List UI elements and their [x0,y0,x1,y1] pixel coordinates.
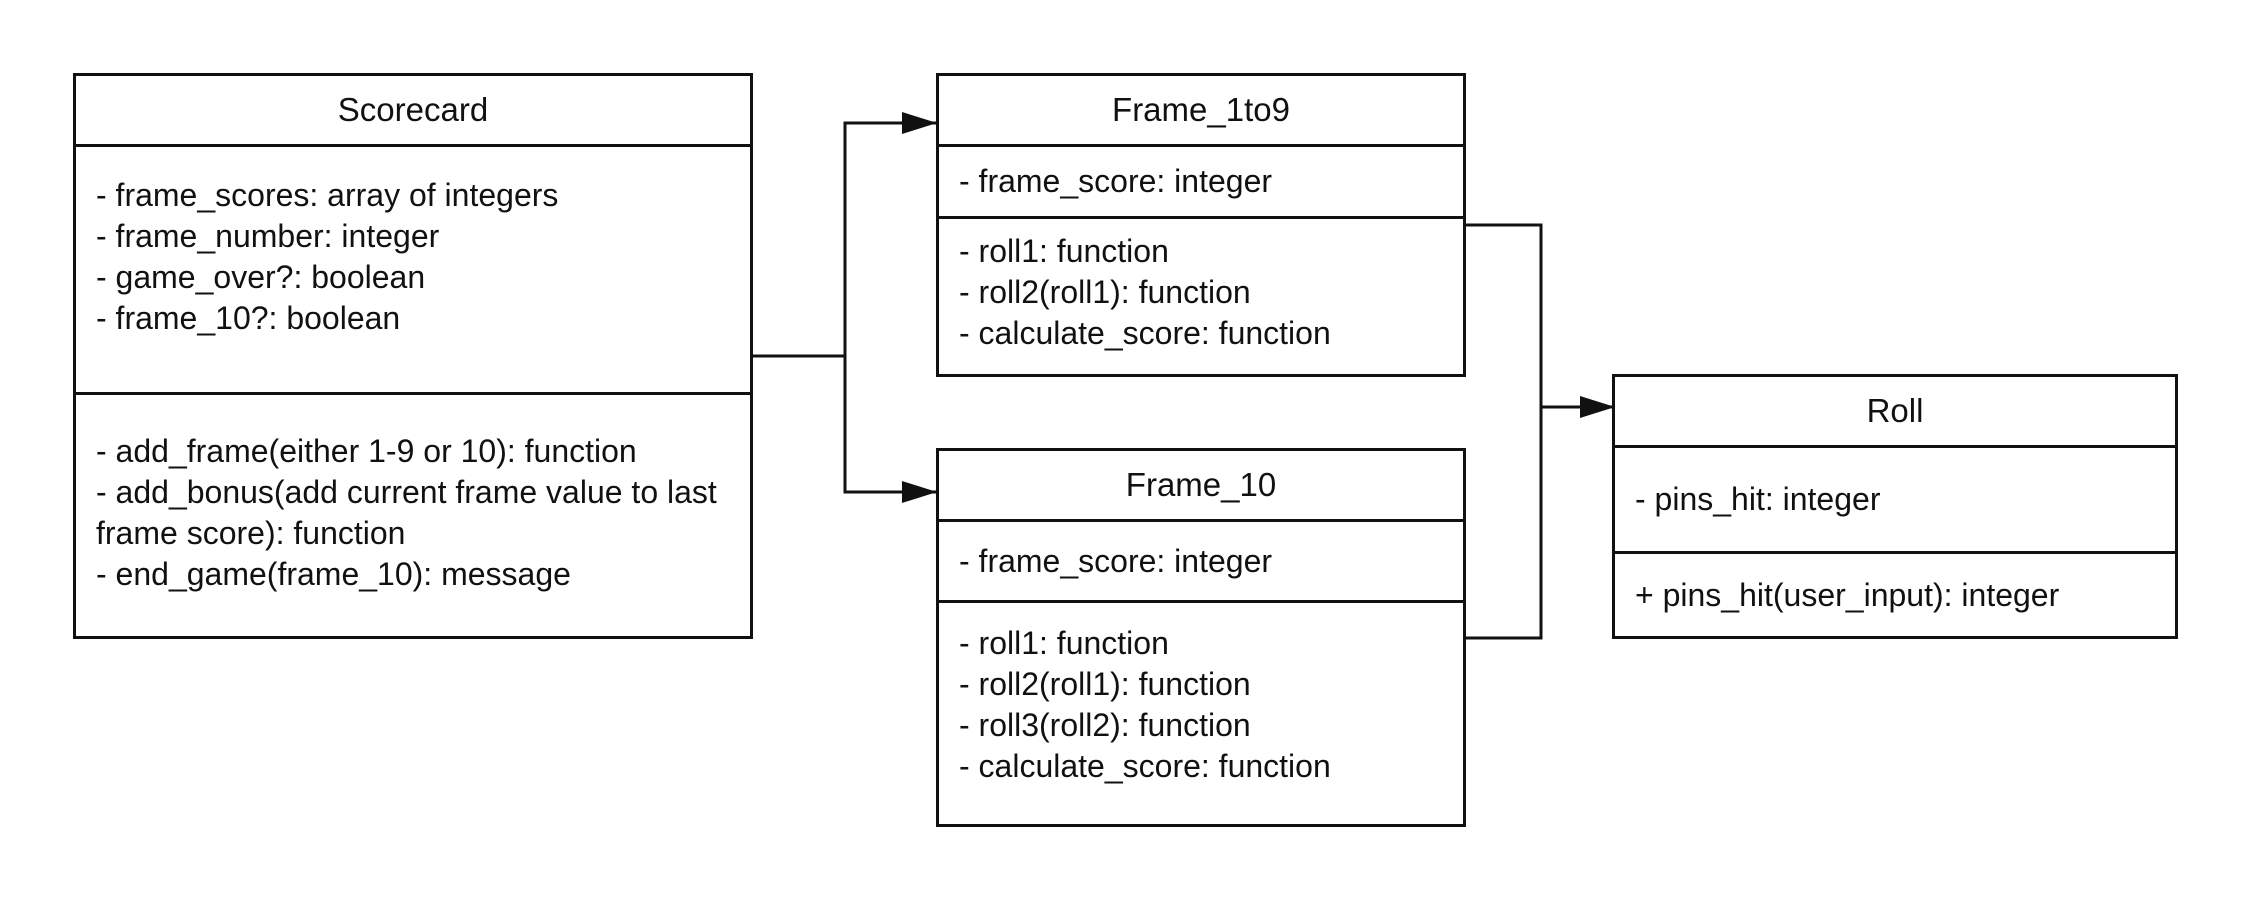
connector-frame-1to9-to-roll [1466,223,1615,409]
method: - calculate_score: function [959,315,1331,351]
connector-scorecard-to-frame-1to9 [752,121,937,358]
scorecard-methods: - add_frame(either 1-9 or 10): function … [76,395,750,636]
attribute: - game_over?: boolean [96,259,426,295]
method: - roll3(roll2): function [959,707,1251,743]
attribute: - frame_score: integer [959,163,1273,199]
method: - roll1: function [959,233,1169,269]
class-frame-1to9: Frame_1to9 - frame_score: integer - roll… [936,73,1466,377]
scorecard-attributes: - frame_scores: array of integers - fram… [76,147,750,395]
class-name-frame-1to9: Frame_1to9 [939,76,1463,147]
method: - roll2(roll1): function [959,274,1251,310]
frame-1to9-attributes: - frame_score: integer [939,147,1463,219]
arrowhead-frame-1to9 [902,112,937,134]
method: - calculate_score: function [959,748,1331,784]
frame-10-attributes: - frame_score: integer [939,522,1463,603]
connector-scorecard-to-frame-10 [843,356,937,494]
frame-1to9-methods: - roll1: function - roll2(roll1): functi… [939,219,1463,374]
attribute: - frame_number: integer [96,218,440,254]
class-name-frame-10: Frame_10 [939,451,1463,522]
roll-attributes: - pins_hit: integer [1615,448,2175,554]
attribute: - frame_scores: array of integers [96,177,559,213]
method: - add_frame(either 1-9 or 10): function [96,433,637,469]
class-frame-10: Frame_10 - frame_score: integer - roll1:… [936,448,1466,827]
attribute: - frame_10?: boolean [96,300,401,336]
method: - add_bonus(add current frame value to l… [96,474,717,551]
method: - roll1: function [959,625,1169,661]
method: + pins_hit(user_input): integer [1635,576,2060,613]
method: - end_game(frame_10): message [96,556,571,592]
attribute: - pins_hit: integer [1635,481,1881,517]
class-name-roll: Roll [1615,377,2175,448]
arrowhead-frame-10 [902,481,937,503]
arrowhead-roll [1580,396,1615,418]
class-scorecard: Scorecard - frame_scores: array of integ… [73,73,753,639]
frame-10-methods: - roll1: function - roll2(roll1): functi… [939,603,1463,824]
method: - roll2(roll1): function [959,666,1251,702]
roll-methods: + pins_hit(user_input): integer [1615,554,2175,636]
class-name-scorecard: Scorecard [76,76,750,147]
class-roll: Roll - pins_hit: integer + pins_hit(user… [1612,374,2178,639]
connector-frame-10-to-roll [1466,407,1543,640]
attribute: - frame_score: integer [959,542,1273,579]
